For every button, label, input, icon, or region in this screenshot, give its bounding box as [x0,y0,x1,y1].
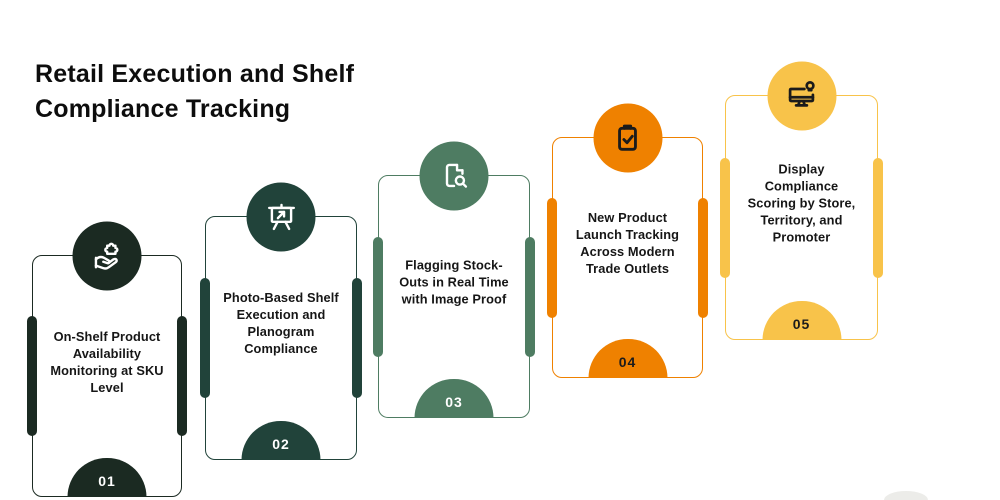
step-card-05: Display Compliance Scoring by Store, Ter… [720,61,883,341]
step-number: 04 [618,354,637,371]
step-card-02: Photo-Based Shelf Execution and Planogra… [200,182,362,461]
side-accent-bar-left [373,236,384,357]
step-number-dome: 02 [241,421,321,461]
clipboard-check-icon [593,103,662,173]
side-accent-bar-left [200,278,211,398]
step-number-dome: 05 [762,301,841,341]
step-number: 03 [445,394,463,411]
side-accent-bar-left [547,197,558,318]
hand-holding-puzzle-icon [72,221,142,291]
side-accent-bar-left [27,316,38,436]
step-number: 05 [792,316,811,333]
monitor-lightbulb-icon [767,61,836,131]
page-title: Retail Execution and Shelf Compliance Tr… [35,60,355,123]
presentation-board-arrow-icon [246,182,316,252]
step-label: Flagging Stock-Outs in Real Time with Im… [399,257,509,307]
step-number: 01 [98,473,116,490]
step-card-01: On-Shelf Product Availability Monitoring… [27,221,187,498]
step-label: Display Compliance Scoring by Store, Ter… [747,161,856,245]
step-label: Photo-Based Shelf Execution and Planogra… [223,290,339,357]
step-label: On-Shelf Product Availability Monitoring… [50,328,164,395]
side-accent-bar-right [697,197,708,318]
decorative-ellipse [884,491,928,500]
side-accent-bar-left [720,157,731,278]
step-label: New Product Launch Tracking Across Moder… [575,210,680,277]
step-card-04: New Product Launch Tracking Across Moder… [547,103,708,379]
step-card-03: Flagging Stock-Outs in Real Time with Im… [373,141,535,419]
side-accent-bar-right [524,236,535,357]
side-accent-bar-right [351,278,362,398]
side-accent-bar-right [176,316,187,436]
step-number: 02 [272,436,290,453]
side-accent-bar-right [872,157,883,278]
step-number-dome: 03 [414,379,494,419]
document-search-icon [419,141,489,211]
step-number-dome: 01 [67,458,147,498]
step-number-dome: 04 [588,339,667,379]
